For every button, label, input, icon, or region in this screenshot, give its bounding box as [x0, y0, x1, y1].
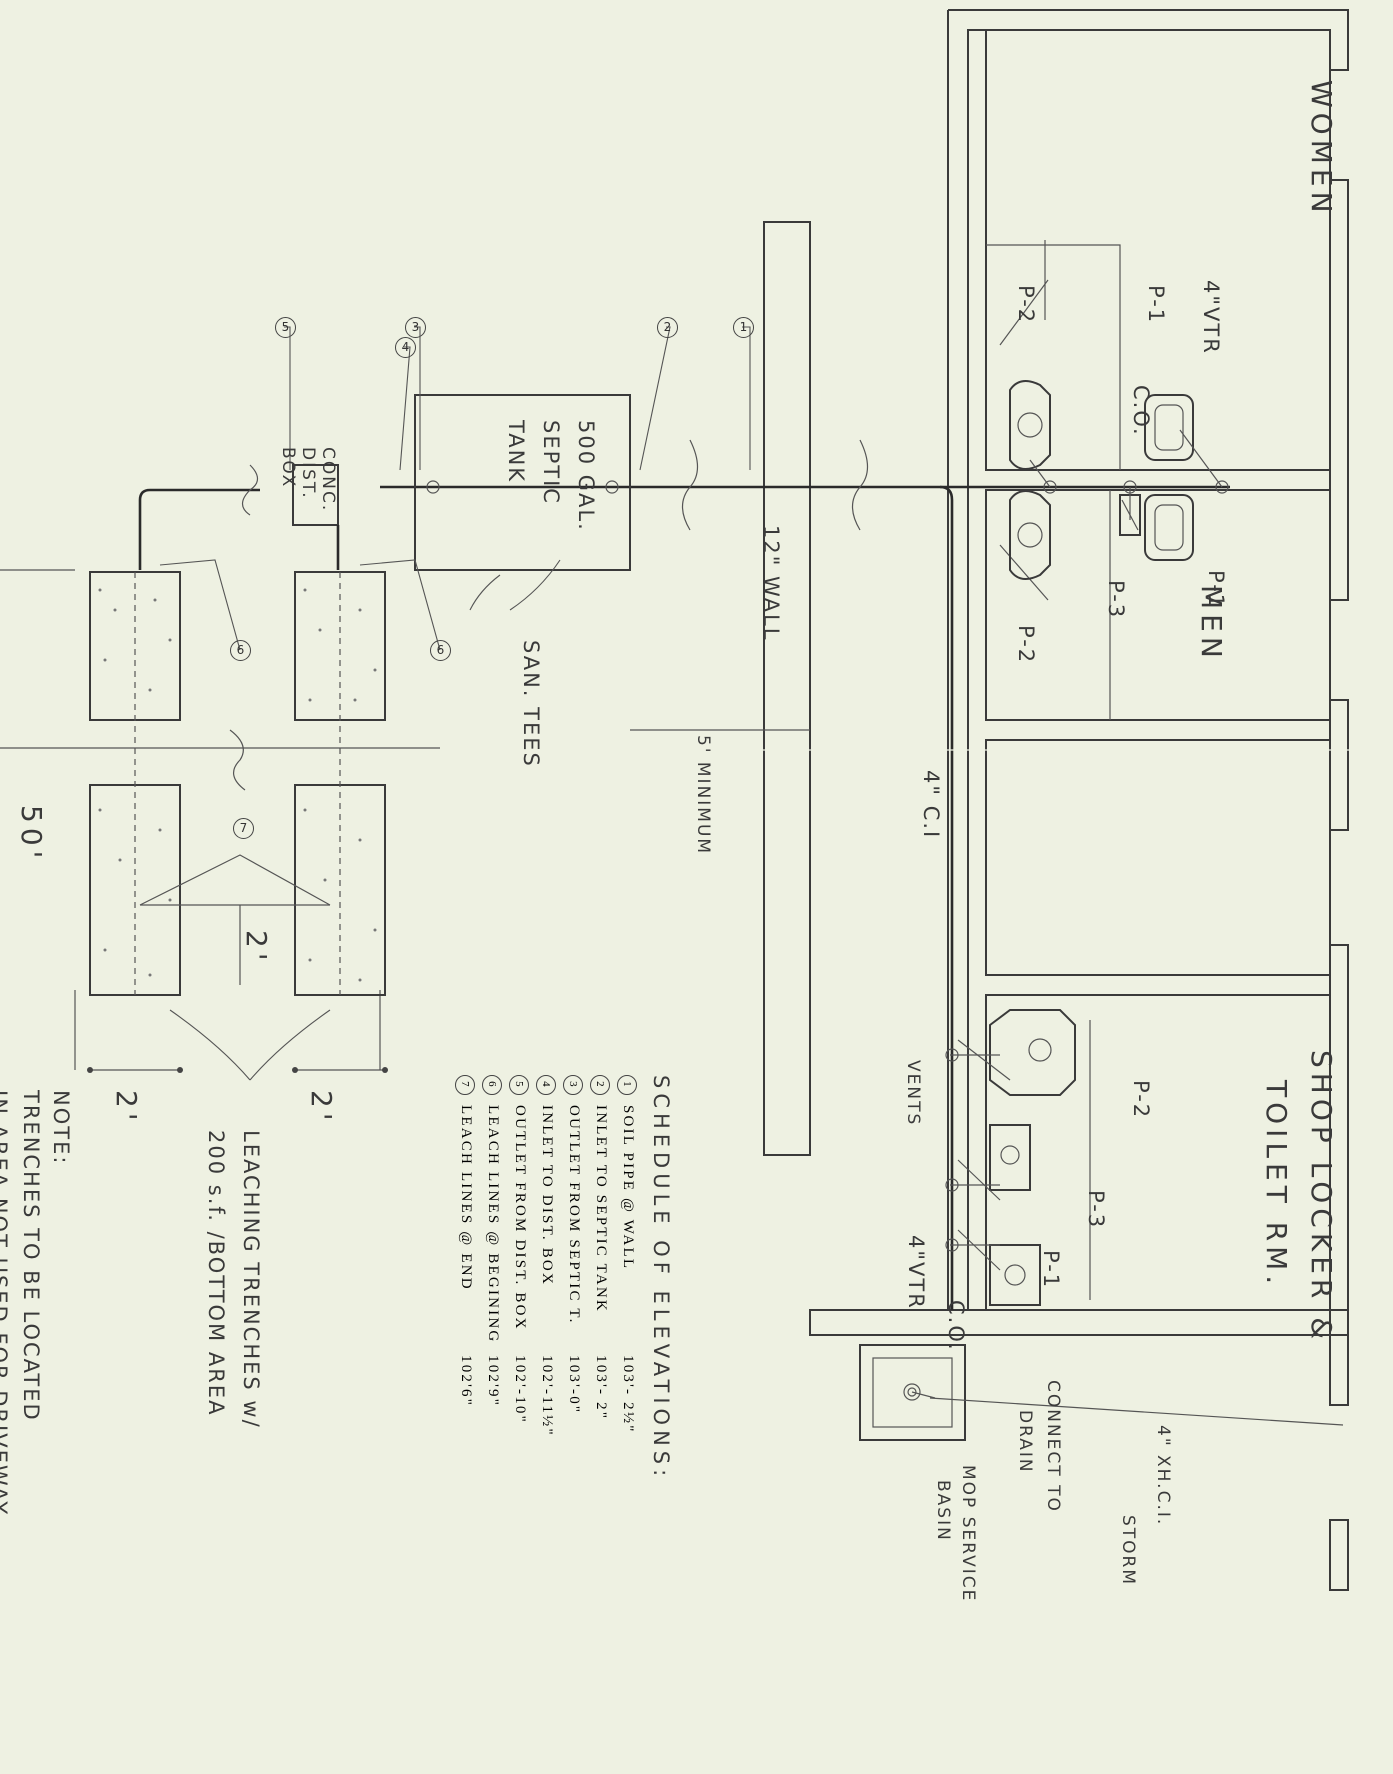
room-label-shop-locker: SHOP LOCKER &: [1305, 1050, 1338, 1345]
ref-bubble-1: 1: [733, 317, 754, 338]
label-bottom-area: 200 s.f. /BOTTOM AREA: [204, 1130, 228, 1417]
site-sewer: [0, 221, 1393, 1156]
schedule-row-elevation: 102'9": [485, 1355, 501, 1408]
break-lines: [229, 439, 869, 791]
schedule-row-text: LEACH LINES @ END: [458, 1105, 474, 1291]
schedule-row-elevation: 103'-0": [566, 1355, 582, 1415]
label-storm: STORM: [1118, 1515, 1138, 1587]
ref-bubble-5: 5: [275, 317, 296, 338]
label-p1-women: P-1: [1144, 285, 1168, 325]
schedule-row-number: 6: [482, 1075, 502, 1095]
label-p2-shop: P-2: [1129, 1080, 1153, 1120]
building-piping: [911, 429, 1344, 1426]
label-dist-conc: CONC.: [318, 447, 338, 513]
schedule-row-number: 3: [563, 1075, 583, 1095]
schedule-row: 2INLET TO SEPTIC TANK 103'- 2": [587, 1075, 614, 1481]
label-p3-shop: P-3: [1084, 1190, 1108, 1230]
schedule-row: 3OUTLET FROM SEPTIC T. 103'-0": [560, 1075, 587, 1481]
leach-trenches: [87, 559, 561, 1081]
label-p2-women: P-2: [1014, 285, 1038, 325]
schedule-row-text: SOIL PIPE @ WALL: [620, 1105, 636, 1271]
schedule-of-elevations: SCHEDULE OF ELEVATIONS: 1SOIL PIPE @ WAL…: [452, 1075, 673, 1481]
label-connect-to: CONNECT TO: [1043, 1380, 1063, 1513]
schedule-row-number: 4: [536, 1075, 556, 1095]
label-vtr-shop: 4"VTR: [904, 1235, 928, 1310]
ref-bubble-7: 7: [233, 818, 254, 839]
schedule-row-elevation: 103'- 2½": [620, 1355, 636, 1434]
ref-bubble-4: 4: [395, 337, 416, 358]
label-drain: DRAIN: [1015, 1410, 1035, 1474]
schedule-row-text: LEACH LINES @ BEGINING: [485, 1105, 501, 1344]
label-vents: VENTS: [903, 1060, 923, 1127]
note-title: NOTE:: [49, 1090, 73, 1166]
label-p2-men: P-2: [1014, 625, 1038, 665]
label-leaching-trenches: LEACHING TRENCHES w/: [239, 1130, 263, 1429]
schedule-row-text: INLET TO SEPTIC TANK: [593, 1105, 609, 1313]
schedule-row-elevation: 102'-10": [512, 1355, 528, 1424]
label-mop-service: MOP SERVICE: [958, 1465, 978, 1603]
ref-bubble-2: 2: [657, 317, 678, 338]
schedule-row-elevation: 102'-11½": [539, 1355, 555, 1437]
schedule-row-text: INLET TO DIST. BOX: [539, 1105, 555, 1286]
schedule-row: 5OUTLET FROM DIST. BOX 102'-10": [506, 1075, 533, 1481]
room-label-women: WOMEN: [1305, 80, 1338, 218]
label-4in-ci: 4" C.I: [919, 770, 943, 840]
schedule-row-text: OUTLET FROM DIST. BOX: [512, 1105, 528, 1331]
schedule-rows: 1SOIL PIPE @ WALL 103'- 2½" 2INLET TO SEPT…: [452, 1075, 641, 1481]
label-dim-2ft-a: 2': [110, 1090, 143, 1126]
ref-bubble-3: 3: [405, 317, 426, 338]
label-tank-500gal: 500 GAL.: [574, 420, 598, 532]
label-tank-tank: TANK: [504, 420, 528, 484]
label-basin: BASIN: [933, 1480, 953, 1542]
label-tank-septic: SEPTIC: [539, 420, 563, 505]
label-dist-dist: DIST.: [298, 447, 318, 500]
ref-bubble-6a: 6: [230, 640, 251, 661]
schedule-row-number: 7: [455, 1075, 475, 1095]
schedule-title: SCHEDULE OF ELEVATIONS:: [649, 1075, 673, 1482]
label-co-shop: C.O.: [944, 1300, 968, 1352]
label-xhci: 4" XH.C.I.: [1153, 1425, 1173, 1527]
label-vtr-women: 4"VTR: [1199, 280, 1223, 355]
label-dim-50ft: 50': [15, 805, 48, 864]
building-walls: [809, 9, 1349, 1591]
label-dim-2ft-b: 2': [305, 1090, 338, 1126]
label-5ft-minimum: 5' MINIMUM: [693, 735, 713, 856]
label-12in-wall: 12" WALL: [759, 525, 783, 642]
schedule-row-text: OUTLET FROM SEPTIC T.: [566, 1105, 582, 1325]
label-p1-shop: P-1: [1039, 1250, 1063, 1290]
schedule-row: 4INLET TO DIST. BOX 102'-11½": [533, 1075, 560, 1481]
label-dim-2ft-trench: 2': [240, 930, 273, 966]
label-dist-box: BOX: [278, 447, 298, 489]
ref-bubble-6b: 6: [430, 640, 451, 661]
schedule-row: 1SOIL PIPE @ WALL 103'- 2½": [614, 1075, 641, 1481]
label-p1-men: P-1: [1204, 570, 1228, 610]
label-san-tees: SAN. TEES: [519, 640, 543, 768]
note-line-2: IN AREA NOT USED FOR DRIVEWAY: [0, 1090, 11, 1517]
label-p3-men: P-3: [1104, 580, 1128, 620]
schedule-row-elevation: 102'6": [458, 1355, 474, 1408]
room-label-toilet-rm: TOILET RM.: [1260, 1080, 1293, 1290]
fixtures: [859, 380, 1194, 1441]
schedule-row-elevation: 103'- 2": [593, 1355, 609, 1421]
label-co-women: C.O.: [1129, 385, 1153, 437]
schedule-row: 6LEACH LINES @ BEGINING 102'9": [479, 1075, 506, 1481]
schedule-row-number: 5: [509, 1075, 529, 1095]
schedule-row: 7LEACH LINES @ END 102'6": [452, 1075, 479, 1481]
schedule-row-number: 1: [617, 1075, 637, 1095]
schedule-row-number: 2: [590, 1075, 610, 1095]
note-line-1: TRENCHES TO BE LOCATED: [19, 1090, 43, 1422]
